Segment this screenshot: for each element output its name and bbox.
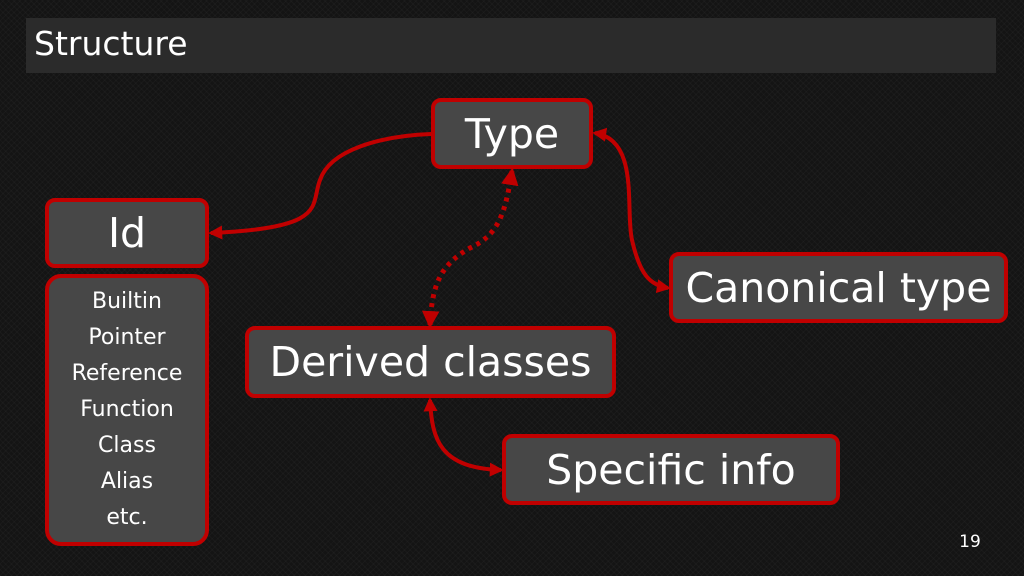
node-specific-info: Specific info	[502, 434, 840, 505]
title-bar: Structure	[26, 18, 996, 73]
node-id-label: Id	[107, 209, 147, 257]
id-kind-item: Pointer	[88, 325, 166, 350]
node-derived-classes-label: Derived classes	[269, 338, 592, 386]
connector-derived-to-specific	[423, 397, 504, 477]
node-id-kinds: Builtin Pointer Reference Function Class…	[45, 274, 209, 546]
node-derived-classes: Derived classes	[245, 326, 616, 398]
node-type-label: Type	[464, 109, 560, 158]
connector-id-to-type	[208, 132, 432, 240]
connector-type-to-canonical	[592, 127, 671, 294]
node-canonical-type-label: Canonical type	[685, 263, 992, 312]
id-kind-item: Reference	[71, 361, 183, 386]
id-kind-item: Function	[80, 397, 174, 422]
page-number: 19	[959, 532, 981, 552]
node-id: Id	[45, 198, 209, 268]
node-specific-info-label: Specific info	[546, 445, 796, 494]
id-kind-item: etc.	[106, 505, 148, 530]
node-canonical-type: Canonical type	[669, 252, 1008, 323]
id-kind-item: Builtin	[92, 289, 162, 314]
id-kind-item: Alias	[100, 469, 154, 494]
page-title: Structure	[34, 24, 188, 63]
id-kind-item: Class	[98, 433, 156, 458]
connector-type-to-derived-dotted	[421, 167, 519, 329]
node-type: Type	[431, 98, 593, 169]
